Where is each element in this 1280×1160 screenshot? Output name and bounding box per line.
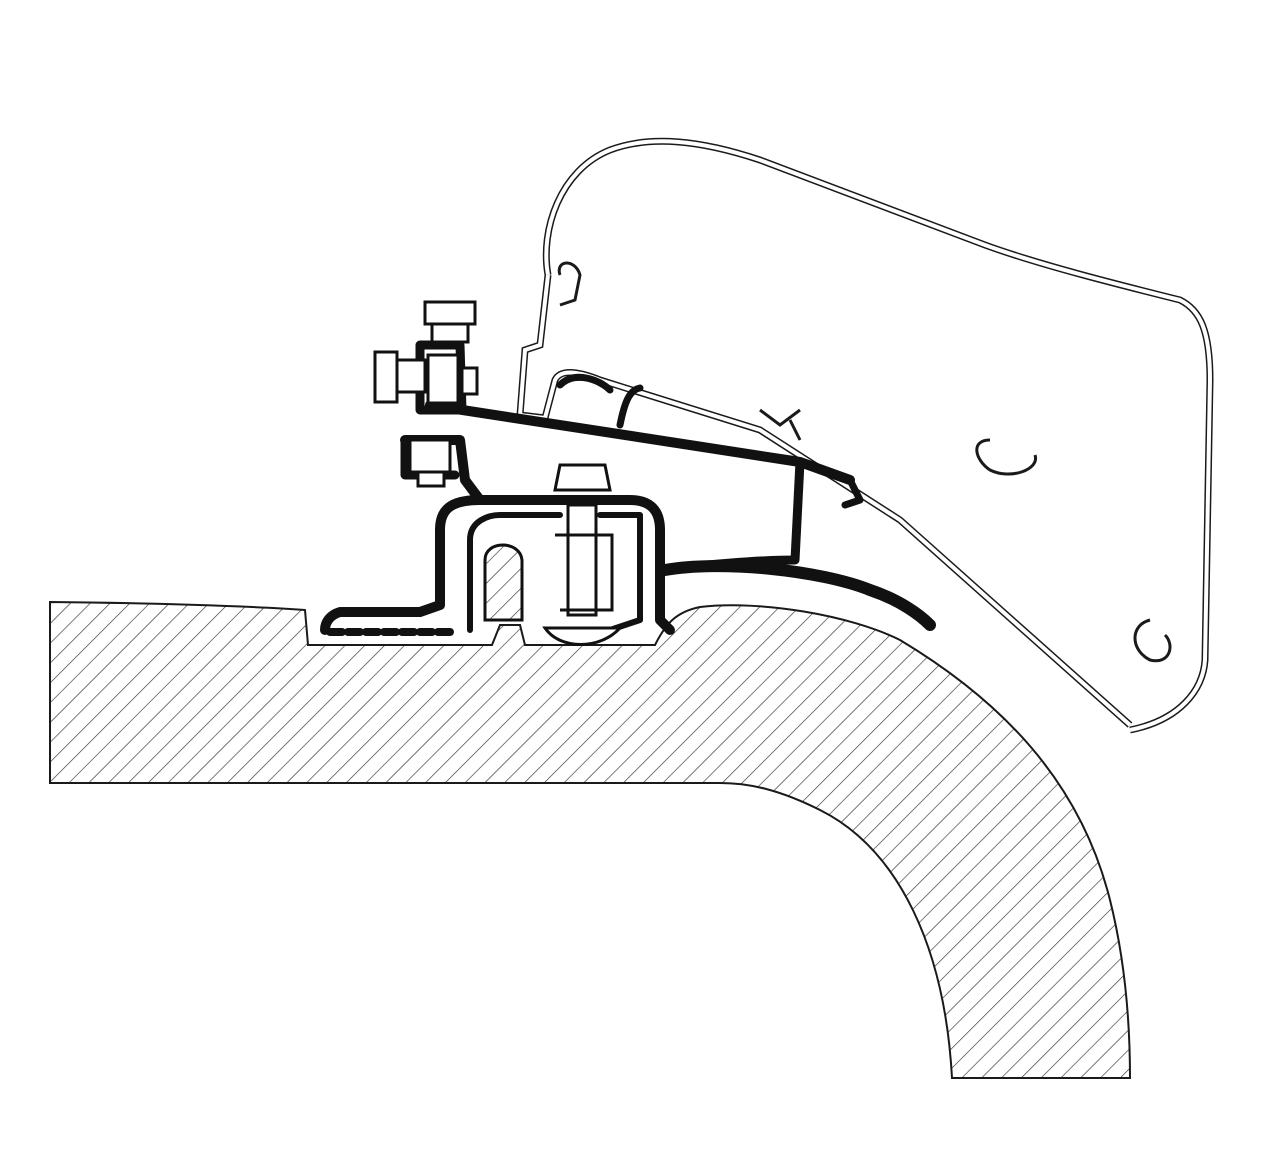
clamp-bolt-nut xyxy=(553,463,612,492)
clamp-plate xyxy=(555,533,614,612)
adapter-profile xyxy=(320,340,936,636)
rail-insert xyxy=(483,543,524,622)
bolts xyxy=(373,300,624,646)
bolt-head-top xyxy=(423,300,477,326)
bolt-head-side xyxy=(373,350,399,404)
clamp-foot xyxy=(542,626,624,646)
vehicle-roof-section xyxy=(49,600,1132,1079)
